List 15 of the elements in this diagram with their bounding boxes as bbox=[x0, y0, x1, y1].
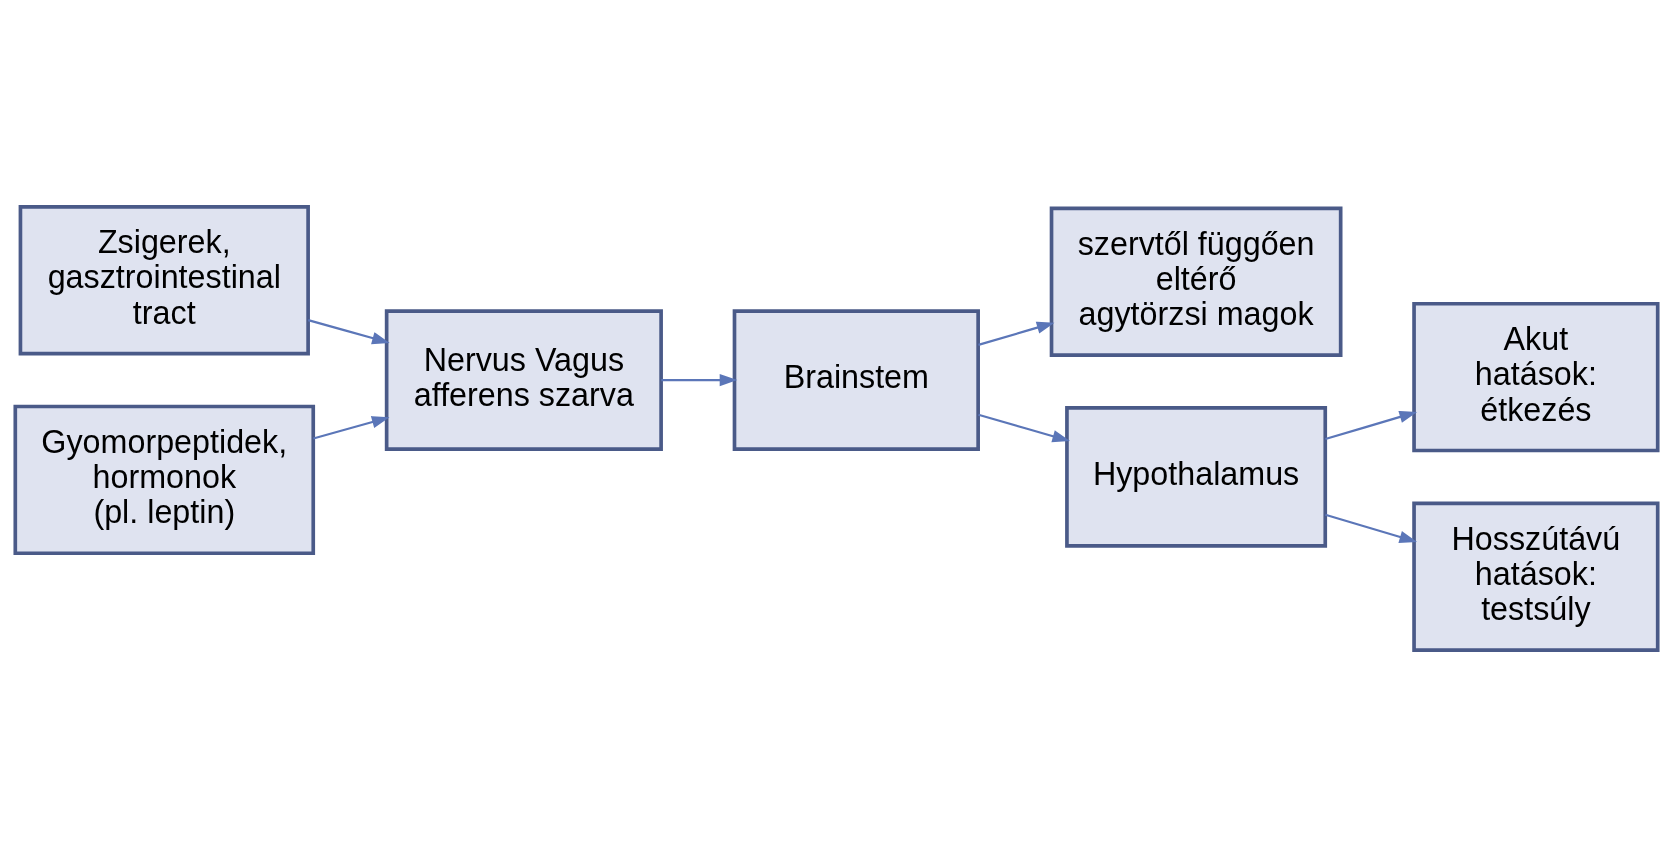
arrow bbox=[661, 373, 738, 386]
arrow bbox=[1325, 410, 1418, 440]
node-box: Zsigerek, gasztrointestinal tract bbox=[18, 204, 310, 355]
arrow bbox=[313, 415, 390, 440]
node-box: Nervus Vagus afferens szarva bbox=[384, 308, 663, 451]
node-box: Hosszútávú hatások: testsúly bbox=[1412, 501, 1660, 652]
node-box: szervtől függően eltérő agytörzsi magok bbox=[1049, 206, 1343, 357]
arrow bbox=[1325, 513, 1418, 543]
node-box: Gyomorpeptidek, hormonok (pl. leptin) bbox=[13, 404, 316, 555]
arrow bbox=[978, 413, 1071, 442]
node-box: Hypothalamus bbox=[1065, 405, 1328, 548]
arrow bbox=[307, 318, 390, 344]
node-box: Akut hatások: étkezés bbox=[1412, 301, 1660, 452]
node-box: Brainstem bbox=[732, 308, 980, 451]
arrow bbox=[978, 321, 1055, 346]
